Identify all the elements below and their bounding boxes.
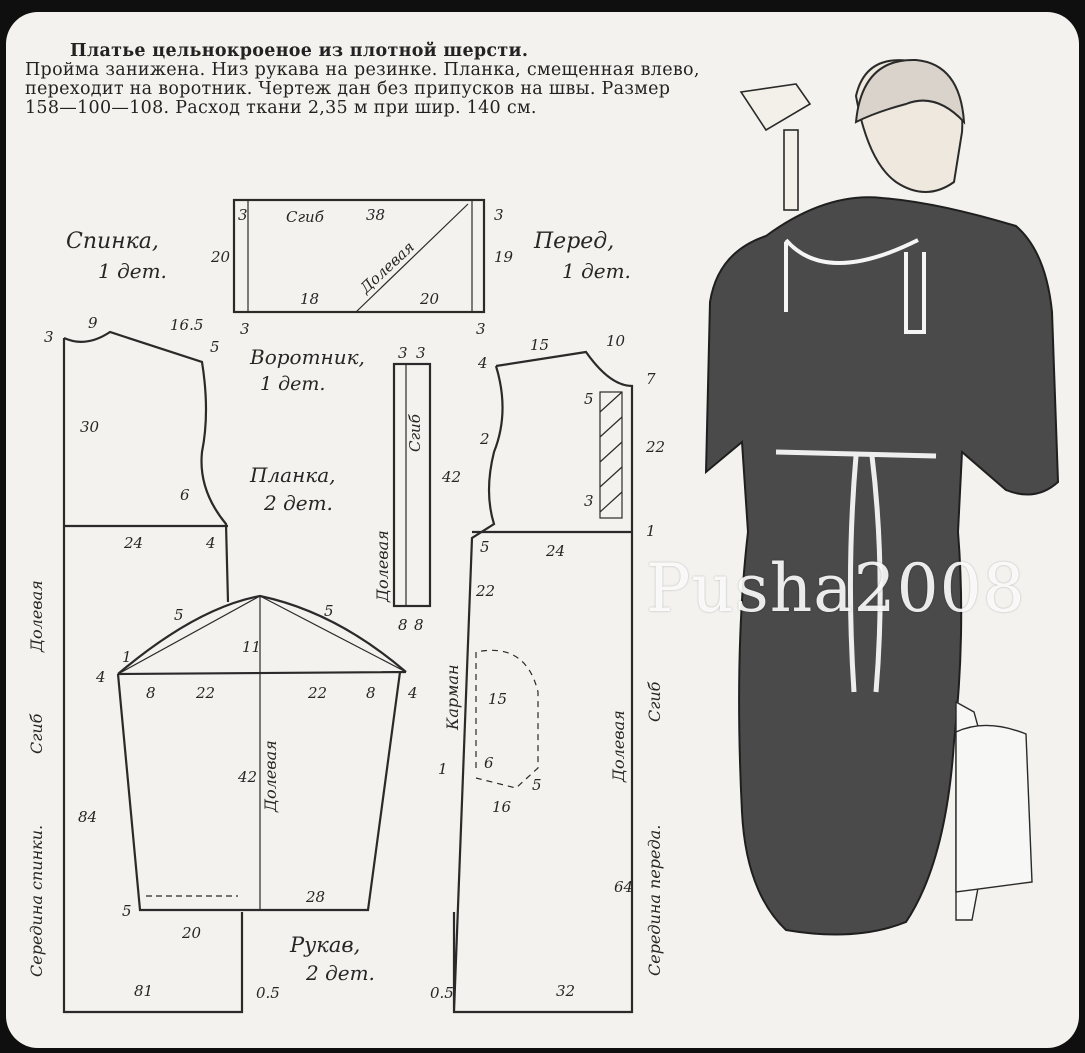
front-grain-label: Долевая xyxy=(609,710,628,783)
back-measure-11: 20 xyxy=(181,924,202,942)
sleeve-measure-8: 22 xyxy=(307,684,327,702)
front-measure-6: 2 xyxy=(479,430,490,448)
sleeve-measure-2: 11 xyxy=(242,638,261,656)
sleeve-measure-10: 4 xyxy=(407,684,418,702)
sleeve-measure-5: 1 xyxy=(122,648,132,666)
back-measure-4: 5 xyxy=(210,338,220,356)
back-measure-7: 24 xyxy=(123,534,143,552)
back-piece: 3 9 16.5 5 30 6 24 4 84 81 20 Середина с… xyxy=(27,314,244,1014)
front-measure-15: 1 xyxy=(438,760,448,778)
back-measure-9: 84 xyxy=(78,808,97,826)
front-measure-1: 4 xyxy=(477,354,488,372)
collar-measure-2: 38 xyxy=(366,206,385,224)
front-measure-5: 5 xyxy=(584,390,594,408)
page-frame: Платье цельнокроеное из плотной шерсти. … xyxy=(6,12,1079,1048)
collar-measure-8: 20 xyxy=(419,290,440,308)
collar-measure-6: 3 xyxy=(240,320,250,338)
front-measure-11: 24 xyxy=(545,542,565,560)
sleeve-measure-12: 5 xyxy=(122,902,132,920)
sleeve-grain-label: Долевая xyxy=(261,740,280,813)
back-measure-6: 6 xyxy=(180,486,190,504)
collar-grain-label: Долевая xyxy=(356,238,418,298)
sleeve-name: Рукав, xyxy=(289,933,360,957)
back-fold-label: Сгиб xyxy=(27,713,46,754)
front-measure-3: 10 xyxy=(606,332,626,350)
center-front-label: Середина передa. xyxy=(645,825,664,976)
collar-measure-7: 18 xyxy=(300,290,319,308)
collar-name: Воротник, xyxy=(249,345,365,369)
sleeve-measure-11: 42 xyxy=(237,768,257,786)
collar-piece: 3 38 3 20 19 3 18 20 3 Сгиб Долевая xyxy=(210,198,514,338)
collar-fold-label: Сгиб xyxy=(286,208,325,226)
back-count: 1 дет. xyxy=(98,259,167,283)
description-body: Пройма занижена. Низ рукава на резинке. … xyxy=(25,60,700,118)
sleeve-measure-1: 5 xyxy=(174,606,184,624)
back-measure-3: 16.5 xyxy=(170,316,203,334)
back-name: Спинка, xyxy=(66,229,159,254)
placket-name: Планка, xyxy=(249,463,336,487)
pocket-measure-4: 16 xyxy=(492,798,512,816)
front-measure-4: 7 xyxy=(646,370,656,388)
sleeve-measure-9: 8 xyxy=(366,684,376,702)
front-fold-label: Сгиб xyxy=(645,681,664,722)
pocket-label: Карман xyxy=(443,664,462,731)
sleeve-measure-13: 28 xyxy=(305,888,325,906)
pocket-measure-1: 15 xyxy=(488,690,507,708)
back-grain-label: Долевая xyxy=(27,580,46,653)
description-title: Платье цельнокроеное из плотной шерсти. xyxy=(70,41,529,61)
front-measure-10: 5 xyxy=(480,538,490,556)
sleeve-measure-7: 22 xyxy=(195,684,215,702)
front-measure-8: 22 xyxy=(645,438,665,456)
front-name: Перед, xyxy=(533,229,614,254)
front-measure-12: 22 xyxy=(475,582,495,600)
sleeve-measure-3: 5 xyxy=(324,602,334,620)
sleeve-count: 2 дет. xyxy=(305,961,375,985)
collar-measure-3: 3 xyxy=(494,206,504,224)
back-measure-2: 9 xyxy=(88,314,98,332)
front-hem-measure: 0.5 xyxy=(430,984,454,1002)
fashion-illustration xyxy=(704,58,1060,936)
sleeve-hem-measure: 0.5 xyxy=(256,984,280,1002)
collar-measure-1: 3 xyxy=(238,206,248,224)
placket-measure-5: 8 xyxy=(414,616,424,634)
placket-measure-4: 8 xyxy=(398,616,408,634)
sleeve-measure-6: 8 xyxy=(146,684,156,702)
pocket-measure-3: 5 xyxy=(532,776,542,794)
back-measure-1: 3 xyxy=(44,328,54,346)
placket-piece: 3 3 42 8 8 Долевая Сгиб xyxy=(373,344,461,634)
front-measure-14: 32 xyxy=(556,982,575,1000)
placket-fold-label: Сгиб xyxy=(406,413,424,452)
back-measure-8: 4 xyxy=(205,534,216,552)
front-measure-2: 15 xyxy=(530,336,549,354)
placket-measure-3: 42 xyxy=(441,468,461,486)
back-measure-10: 81 xyxy=(134,982,153,1000)
collar-count: 1 дет. xyxy=(260,373,325,395)
front-count: 1 дет. xyxy=(562,259,631,283)
placket-measure-1: 3 xyxy=(398,344,408,362)
pattern-description: Платье цельнокроеное из плотной шерсти. … xyxy=(25,42,705,118)
collar-measure-4: 20 xyxy=(210,248,231,266)
sleeve-piece: 5 11 5 4 1 8 22 22 8 4 42 5 28 0.5 Долев… xyxy=(95,594,418,1002)
pocket-measure-2: 6 xyxy=(484,754,494,772)
sleeve-measure-4: 4 xyxy=(95,668,106,686)
front-measure-9: 1 xyxy=(646,522,656,540)
front-measure-13: 64 xyxy=(614,878,633,896)
placket-count: 2 дет. xyxy=(263,491,333,515)
back-measure-5: 30 xyxy=(80,418,100,436)
placket-grain-label: Долевая xyxy=(373,530,392,603)
collar-measure-5: 19 xyxy=(494,248,514,266)
front-measure-7: 3 xyxy=(584,492,594,510)
sewing-pattern-drawing: 3 38 3 20 19 3 18 20 3 Сгиб Долевая Спин… xyxy=(27,58,1060,1014)
placket-measure-2: 3 xyxy=(416,344,426,362)
front-piece: 4 15 10 7 5 2 3 22 1 5 24 22 64 32 1 0.5… xyxy=(430,332,665,1014)
collar-measure-9: 3 xyxy=(476,320,486,338)
center-back-label: Середина спинки. xyxy=(27,825,46,977)
watermark: Pusha2008 xyxy=(646,550,1026,627)
